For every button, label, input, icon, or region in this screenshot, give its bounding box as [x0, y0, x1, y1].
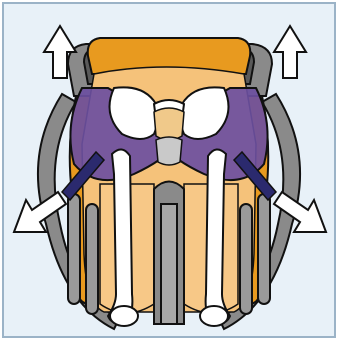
center-pommel [154, 182, 184, 325]
sacrum [154, 108, 184, 165]
wheelchair-pelvis-illustration [4, 4, 334, 336]
arrow-up-right [274, 26, 306, 78]
arrow-up-icon [274, 26, 306, 78]
figure-frame [2, 2, 336, 338]
